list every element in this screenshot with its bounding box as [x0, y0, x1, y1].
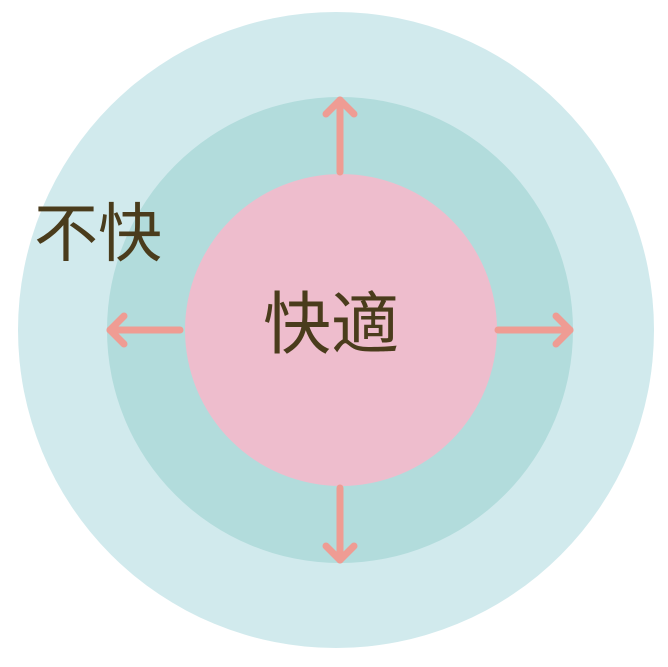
arrow-right-icon: [494, 312, 574, 348]
arrow-left-icon: [106, 312, 184, 348]
discomfort-label: 不快: [34, 198, 162, 272]
arrow-up-icon: [322, 96, 358, 176]
inner-circle: [185, 174, 497, 486]
arrow-down-icon: [322, 484, 358, 564]
comfort-label: 快適: [263, 286, 400, 365]
